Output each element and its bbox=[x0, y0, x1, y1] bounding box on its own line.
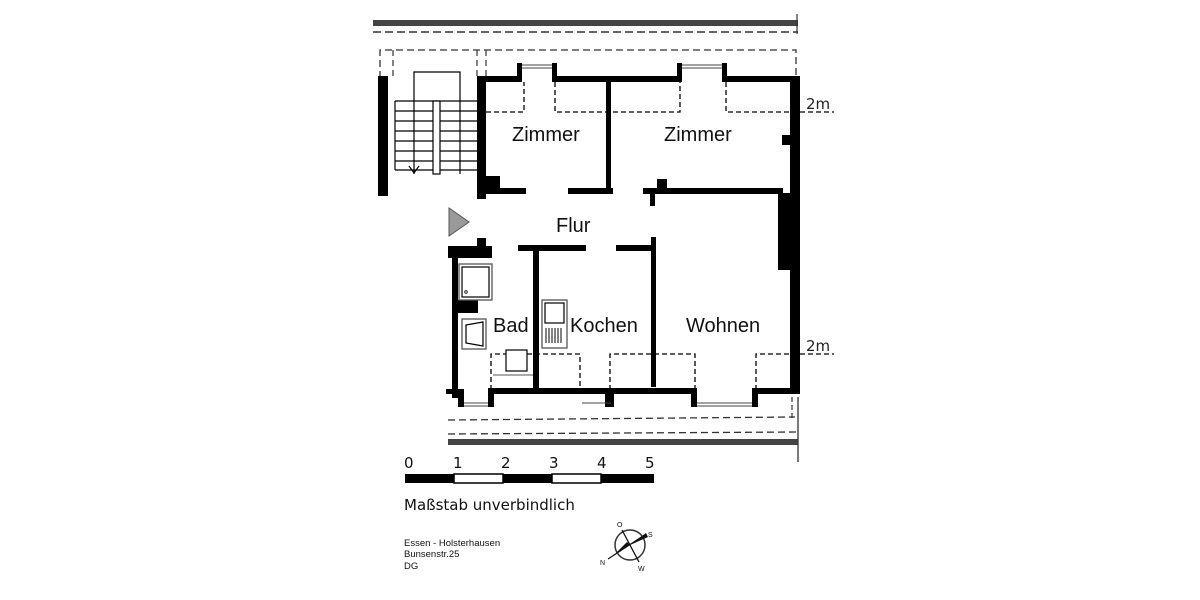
entrance-arrow-icon bbox=[448, 207, 470, 237]
staircase bbox=[378, 71, 477, 196]
scale-bar: 0 1 2 3 4 5 bbox=[404, 454, 655, 484]
room-label-zimmer-2: Zimmer bbox=[664, 124, 732, 146]
top-eave-lines bbox=[373, 14, 798, 78]
windows bbox=[464, 64, 752, 407]
ceiling-height-lines bbox=[486, 82, 834, 390]
svg-text:0: 0 bbox=[404, 454, 414, 472]
svg-text:S: S bbox=[648, 532, 653, 539]
address-block: Essen - Holsterhausen Bunsenstr.25 DG bbox=[404, 538, 500, 572]
compass-icon: O S N W bbox=[600, 522, 653, 573]
scale-disclaimer: Maßstab unverbindlich bbox=[404, 496, 575, 514]
address-line-1: Essen - Holsterhausen bbox=[404, 538, 500, 549]
svg-text:W: W bbox=[638, 566, 645, 573]
room-label-flur: Flur bbox=[556, 215, 591, 237]
bottom-eave-lines bbox=[447, 397, 799, 462]
dimension-label-upper: 2m bbox=[806, 95, 830, 113]
svg-text:3: 3 bbox=[549, 454, 559, 472]
dimension-label-lower: 2m bbox=[806, 337, 830, 355]
svg-text:4: 4 bbox=[597, 454, 607, 472]
stair-arrow-icon bbox=[408, 165, 420, 175]
sink-icon bbox=[505, 349, 528, 372]
svg-text:2: 2 bbox=[501, 454, 511, 472]
fixtures bbox=[458, 263, 568, 376]
room-label-wohnen: Wohnen bbox=[686, 315, 760, 337]
walls bbox=[446, 63, 800, 407]
address-line-2: Bunsenstr.25 bbox=[404, 549, 459, 560]
svg-text:1: 1 bbox=[453, 454, 463, 472]
svg-text:N: N bbox=[600, 560, 605, 567]
address-line-3: DG bbox=[404, 561, 418, 572]
svg-text:O: O bbox=[617, 522, 623, 529]
svg-text:5: 5 bbox=[645, 454, 655, 472]
shower-icon bbox=[458, 263, 493, 301]
room-label-kochen: Kochen bbox=[570, 315, 638, 337]
room-label-zimmer-1: Zimmer bbox=[512, 124, 580, 146]
room-label-bad: Bad bbox=[493, 315, 529, 337]
